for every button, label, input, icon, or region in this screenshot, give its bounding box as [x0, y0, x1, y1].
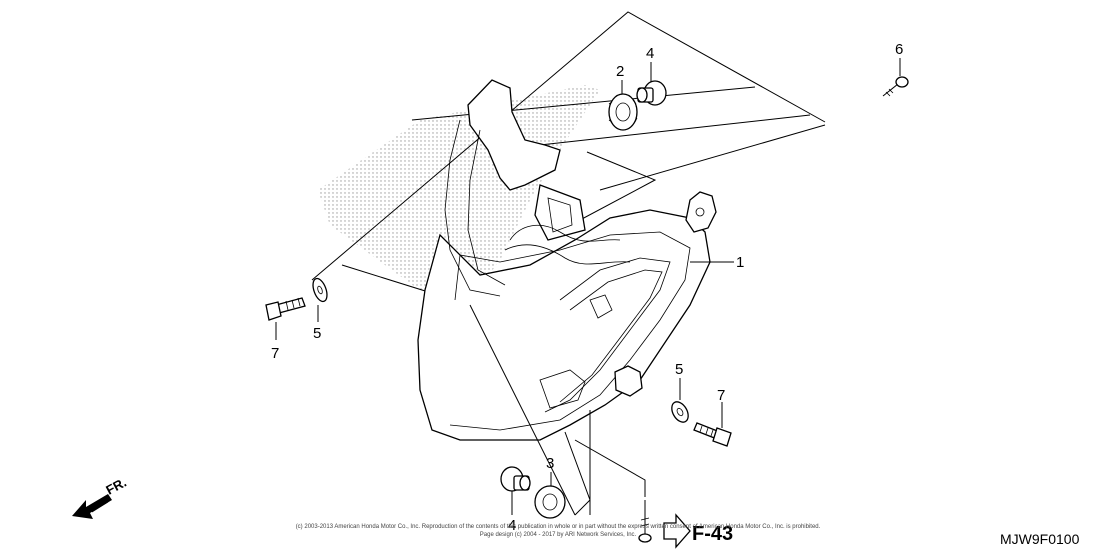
callout-4-lower: 4: [508, 517, 516, 534]
callout-7-right: 7: [717, 387, 725, 404]
copyright-line-1: (c) 2003-2013 American Honda Motor Co., …: [296, 524, 821, 530]
bolt-right[interactable]: [693, 422, 732, 447]
leader-lines: [275, 58, 901, 516]
callout-7-left: 7: [271, 345, 279, 362]
front-label: FR.: [103, 475, 129, 498]
reference-label: F-43: [692, 523, 733, 545]
diagram-code: MJW9F0100: [1000, 531, 1080, 547]
washer-left[interactable]: [310, 277, 329, 304]
screw-bottom[interactable]: [638, 500, 652, 543]
reference-arrow[interactable]: F-43: [663, 513, 733, 549]
reference-arrow-icon: [663, 513, 691, 549]
front-direction-indicator: FR.: [72, 475, 129, 519]
callout-4-upper: 4: [646, 45, 654, 62]
washer-right[interactable]: [668, 399, 691, 425]
collar-lower[interactable]: [500, 466, 531, 492]
callout-3: 3: [546, 455, 554, 472]
headlight-assembly[interactable]: [417, 79, 717, 441]
grommet-lower[interactable]: [534, 485, 566, 519]
callout-5-left: 5: [313, 325, 321, 342]
callout-1: 1: [736, 254, 744, 271]
callout-2: 2: [616, 63, 624, 80]
collar-upper[interactable]: [636, 80, 667, 106]
grommet-upper[interactable]: [608, 93, 638, 131]
callout-5-right: 5: [675, 361, 683, 378]
front-arrow-icon: [72, 494, 112, 519]
bolt-left[interactable]: [265, 297, 306, 321]
callout-6: 6: [895, 41, 903, 58]
copyright-line-2: Page design (c) 2004 - 2017 by ARI Netwo…: [480, 532, 637, 538]
screw-top-right[interactable]: [882, 76, 909, 97]
stipple-shading: [318, 85, 600, 305]
